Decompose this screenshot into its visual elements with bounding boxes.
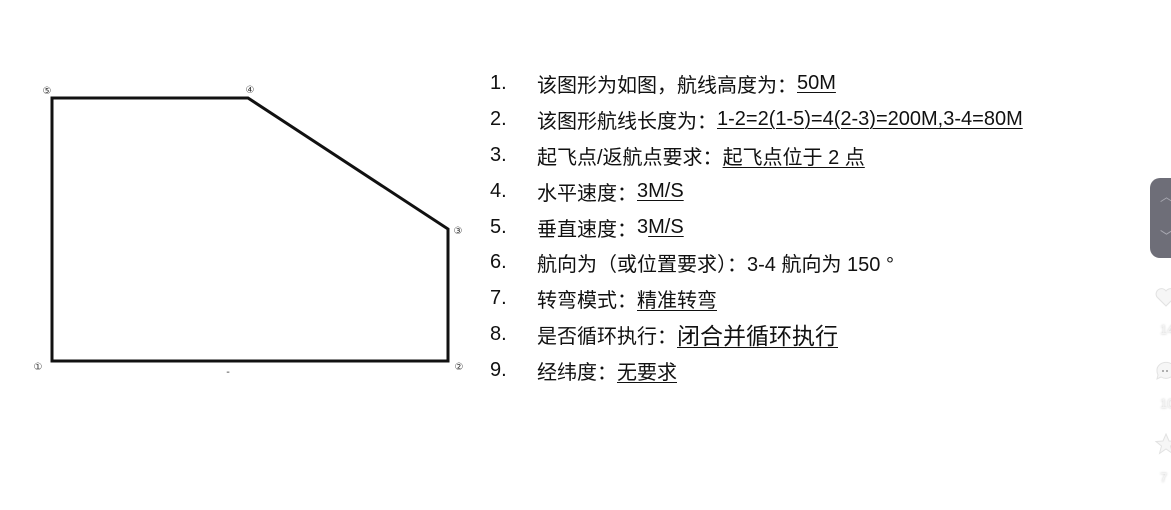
item-number: 3. bbox=[490, 143, 507, 166]
requirement-item: 2. 该图形航线长度为：1-2=2(1-5)=4(2-3)=200M,3-4=80… bbox=[490, 102, 1023, 138]
item-plain-value: 3-4 航向为 150 ° bbox=[747, 254, 894, 277]
item-number: 7. bbox=[490, 287, 507, 310]
point-label-1: ① bbox=[34, 362, 43, 373]
point-label-4: ④ bbox=[246, 85, 255, 96]
star-icon[interactable] bbox=[1154, 432, 1171, 456]
scroll-nav-pill[interactable]: ︿ ﹀ bbox=[1150, 178, 1171, 258]
item-label: 起飞点/返航点要求： bbox=[537, 146, 723, 169]
item-number: 9. bbox=[490, 358, 507, 381]
item-number: 5. bbox=[490, 215, 507, 238]
item-value: 3M/S bbox=[637, 179, 684, 202]
like-count: 14 bbox=[1160, 322, 1171, 337]
flight-route-diagram: ① ② ③ ④ ⑤ - bbox=[34, 85, 464, 378]
item-label: 水平速度： bbox=[537, 182, 637, 205]
item-value: 精准转弯 bbox=[637, 290, 717, 313]
item-number: 4. bbox=[490, 179, 507, 202]
heart-icon[interactable] bbox=[1154, 285, 1171, 309]
requirement-item: 9. 经纬度：无要求 bbox=[490, 352, 1023, 388]
item-value: 起飞点位于 2 点 bbox=[722, 146, 865, 169]
point-label-5: ⑤ bbox=[43, 86, 52, 97]
item-number: 2. bbox=[490, 108, 507, 131]
item-value: 50M bbox=[797, 72, 836, 95]
point-label-3: ③ bbox=[454, 226, 463, 237]
item-number: 1. bbox=[490, 72, 507, 95]
chevron-up-icon[interactable]: ︿ bbox=[1160, 186, 1171, 205]
requirement-item: 4. 水平速度：3M/S bbox=[490, 173, 1023, 209]
requirement-item: 1. 该图形为如图，航线高度为：50M bbox=[490, 66, 1023, 102]
route-polygon bbox=[50, 96, 450, 363]
bottom-mark: - bbox=[226, 367, 230, 378]
comment-count: 10 bbox=[1160, 396, 1171, 411]
item-number: 6. bbox=[490, 251, 507, 274]
chevron-down-icon[interactable]: ﹀ bbox=[1160, 226, 1171, 245]
item-label: 航向为（或位置要求）： bbox=[537, 254, 747, 277]
item-value: M/S bbox=[648, 215, 684, 238]
item-plain-value: 3 bbox=[637, 215, 649, 238]
item-label: 该图形为如图，航线高度为： bbox=[537, 75, 797, 98]
requirement-item: 3. 起飞点/返航点要求：起飞点位于 2 点 bbox=[490, 138, 1023, 174]
item-label: 经纬度： bbox=[537, 361, 617, 384]
item-value: 闭合并循环执行 bbox=[677, 323, 838, 350]
requirements-list: 1. 该图形为如图，航线高度为：50M 2. 该图形航线长度为：1-2=2(1-5)=… bbox=[490, 66, 1023, 388]
item-label: 是否循环执行： bbox=[537, 325, 677, 348]
comment-icon[interactable] bbox=[1154, 360, 1171, 384]
requirement-item: 6. 航向为（或位置要求）：3-4 航向为 150 ° bbox=[490, 245, 1023, 281]
item-number: 8. bbox=[490, 322, 507, 345]
requirement-item: 7. 转弯模式：精准转弯 bbox=[490, 281, 1023, 317]
requirement-item: 8. 是否循环执行：闭合并循环执行 bbox=[490, 317, 1023, 353]
point-label-2: ② bbox=[455, 362, 464, 373]
item-value: 1-2=2(1-5)=4(2-3)=200M,3-4=80M bbox=[717, 108, 1023, 131]
favorite-count: 7 bbox=[1160, 470, 1168, 485]
item-label: 该图形航线长度为： bbox=[537, 111, 717, 134]
item-value: 无要求 bbox=[617, 361, 677, 384]
item-label: 垂直速度： bbox=[537, 218, 637, 241]
item-label: 转弯模式： bbox=[537, 290, 637, 313]
